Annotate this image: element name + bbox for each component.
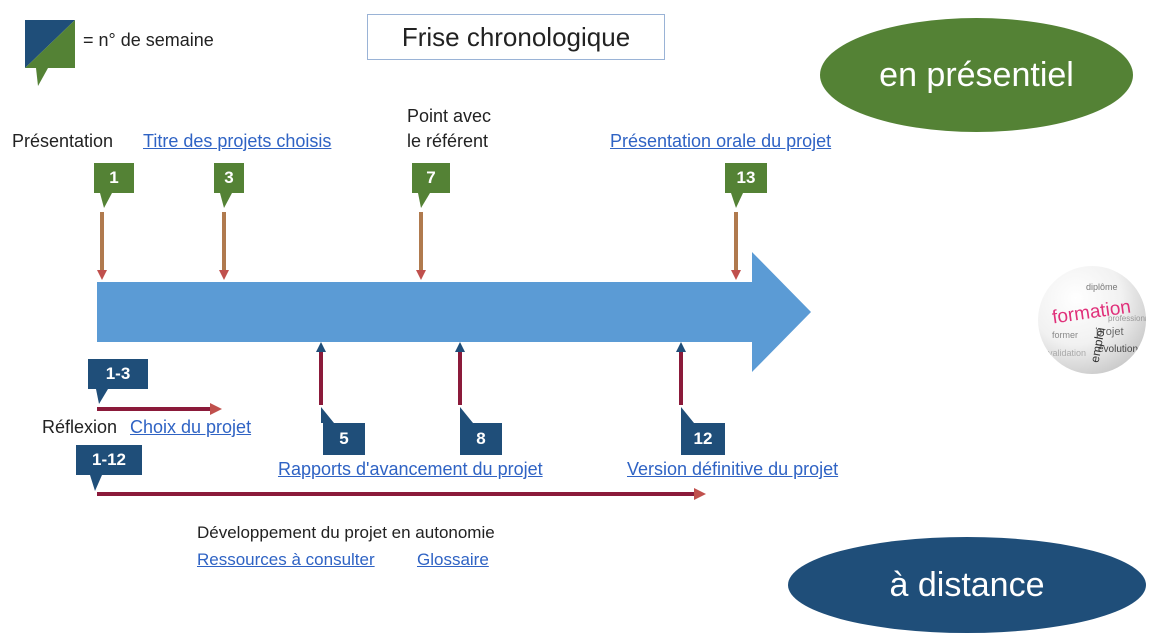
distance-badge: à distance: [788, 537, 1146, 633]
week-tag-5: 5: [339, 429, 349, 448]
legend-text: = n° de semaine: [83, 30, 214, 50]
week-tag-7: 7: [426, 168, 436, 187]
phase-tag-1-3: 1-3: [105, 364, 131, 383]
link-choix-projet[interactable]: Choix du projet: [130, 417, 252, 437]
event-label-presentation: Présentation: [12, 131, 114, 151]
timeline-arrow: [97, 252, 811, 372]
link-ressources[interactable]: Ressources à consulter: [197, 550, 375, 569]
presentiel-badge: en présentiel: [820, 18, 1133, 132]
globe-word-projet: projet: [1096, 326, 1124, 338]
formation-globe-image: formation projet évolution emploi diplôm…: [1038, 266, 1146, 374]
week-tag-13: 13: [736, 168, 756, 187]
presentiel-label: en présentiel: [879, 55, 1074, 94]
globe-word-professionnelle: professionnelle: [1108, 314, 1146, 323]
globe-word-formation: formation: [1050, 296, 1133, 329]
link-glossaire[interactable]: Glossaire: [417, 550, 489, 569]
link-titre-projets[interactable]: Titre des projets choisis: [143, 131, 332, 151]
globe-word-evolution: évolution: [1098, 344, 1139, 355]
event-label-point-line1: Point avec: [407, 106, 492, 126]
link-version-definitive[interactable]: Version définitive du projet: [627, 459, 839, 479]
globe-word-former: former: [1052, 330, 1079, 340]
chart-title: Frise chronologique: [367, 14, 665, 60]
distance-label: à distance: [889, 565, 1045, 604]
legend-swatch-icon: [25, 20, 75, 86]
link-presentation-orale[interactable]: Présentation orale du projet: [610, 131, 832, 151]
week-tag-3: 3: [224, 168, 234, 187]
globe-word-diplome: diplôme: [1086, 282, 1118, 292]
phase-label-developpement: Développement du projet en autonomie: [197, 523, 495, 542]
event-label-point-line2: le référent: [407, 131, 489, 151]
link-rapports-avancement[interactable]: Rapports d'avancement du projet: [278, 459, 543, 479]
week-tag-12: 12: [693, 429, 713, 448]
phase-label-reflexion: Réflexion: [42, 417, 118, 437]
week-tag-8: 8: [476, 429, 486, 448]
globe-word-emploi: emploi: [1087, 326, 1108, 364]
week-tag-1: 1: [109, 168, 119, 187]
phase-tag-1-12: 1-12: [91, 450, 127, 469]
globe-word-validation: validation: [1048, 348, 1087, 358]
